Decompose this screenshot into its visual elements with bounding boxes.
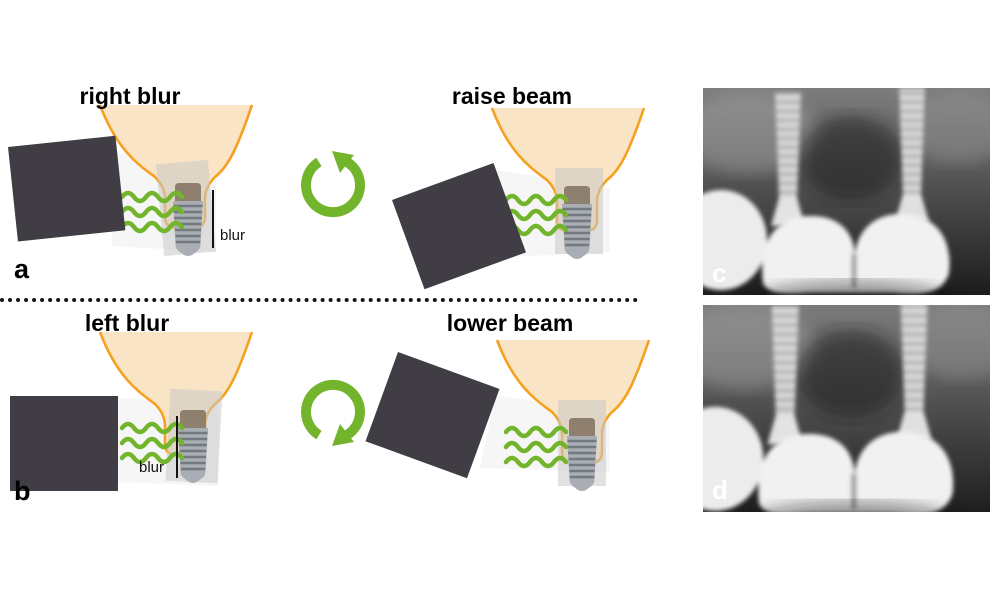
implant-icon [560,184,594,261]
implant-icon [565,416,599,493]
panel-c-letter: c [712,258,727,288]
diagram-lower-beam [365,338,651,493]
radiograph-image [703,88,990,295]
schematic-diagrams [8,103,651,493]
radiograph-image [703,305,990,512]
panel-b-letter: b [14,476,31,506]
panel-b-title: left blur [84,310,170,336]
xray-tube-icon [8,135,126,242]
rotate-clockwise-icon [306,385,360,446]
implant-icon [176,408,210,485]
panel-a-title: right blur [79,83,181,109]
radiograph-c [703,88,990,295]
diagram-raise-beam [392,106,646,290]
panel-a-letter: a [14,254,30,284]
blur-distance-label-b: blur [139,459,165,476]
panel-a-action-title: raise beam [451,83,573,109]
xray-tube-icon [365,352,500,479]
dotted-divider [0,298,638,302]
diagram-left-blur [10,330,254,491]
diagram-right-blur [8,103,254,258]
radiograph-d [703,305,990,512]
panel-b-action-title: lower beam [446,310,574,336]
blur-distance-label-a: blur [220,227,246,244]
panel-d-letter: d [712,475,728,505]
rotate-counterclockwise-icon [306,151,360,212]
